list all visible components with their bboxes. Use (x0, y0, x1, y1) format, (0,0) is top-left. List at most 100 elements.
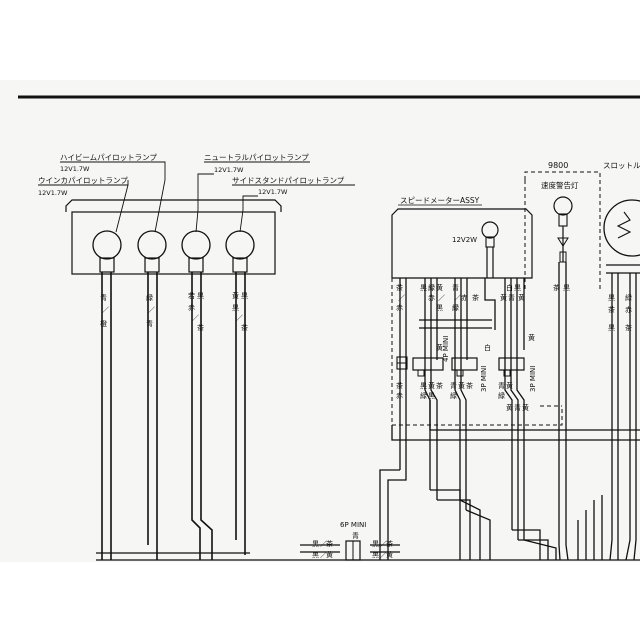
wire-code: 青 (514, 403, 521, 412)
wire-code: ／ (438, 294, 445, 302)
connector-6p-right-codes: 黒 ／ 茶 黒 ／ 黄 (372, 539, 393, 559)
wire-code: 茶 (608, 305, 615, 314)
wire-code: ／ (192, 314, 199, 322)
wire-code: 黒 (420, 382, 427, 390)
connector-6p-label: 6P MINI (340, 521, 366, 529)
speedometer-wires (399, 278, 525, 540)
connector-label: 4P MINI (442, 336, 450, 362)
warning-wires (558, 262, 567, 545)
wire-code: ／ (380, 551, 387, 559)
wire-code: 緑 (625, 293, 632, 302)
wire-code: 黒 (420, 284, 427, 292)
wire-code: 赤 (396, 304, 403, 312)
warning-label: 速度警告灯 (541, 180, 579, 190)
bulb-high-beam-icon (92, 230, 122, 273)
wire-code: 黄 (326, 550, 333, 559)
wire-code: 茶 (553, 283, 560, 292)
warning-code: 9800 (548, 161, 568, 170)
wire-code: 黒 (312, 540, 319, 548)
wire-code: ／ (398, 294, 405, 302)
wire-code: ／ (236, 314, 243, 322)
speedometer-connector-3p-a: 3P MINI 白 (451, 343, 491, 392)
wire-code: 黄 (428, 381, 435, 390)
wire-code: 青 (498, 381, 505, 390)
throttle-wires (611, 273, 637, 540)
speedometer-connector-4p: 4P MINI 黄 (412, 336, 450, 377)
wire-code: 茶 (472, 293, 479, 302)
paper-sheet (0, 80, 640, 562)
wire-code: 茶 (436, 381, 443, 390)
wire-code: 茶 (625, 323, 632, 332)
bulb-side-stand-icon (225, 230, 255, 273)
wire-code: 黄 (458, 381, 465, 390)
wire-code: 茶 (466, 381, 473, 390)
wire-code: 茶 (241, 323, 248, 332)
connector-mark: 白 (484, 343, 491, 352)
wire-code: 赤 (428, 294, 435, 302)
wire-code: 緑 (428, 283, 435, 292)
connector-6p-icon (345, 540, 361, 561)
wire-code: 黒 (372, 551, 379, 559)
wire-code: 黄 (518, 293, 525, 302)
bulb-leaders (115, 179, 244, 233)
connector-mark: 黄 (528, 333, 535, 342)
wire-code: 黄 (522, 403, 529, 412)
wire-code: 青 (452, 283, 459, 292)
wire-code: 青 (146, 319, 153, 328)
connector-6p-mark: 青 (352, 531, 359, 540)
page-top-margin (0, 0, 640, 80)
connector-label: 3P MINI (480, 366, 488, 392)
label-side-stand-rating: 12V1.7W (258, 188, 288, 196)
speedometer-title: スピードメーターASSY (400, 196, 480, 205)
lamp-wires (101, 272, 246, 560)
wire-code: 青 (508, 293, 515, 302)
connector-6p-left-codes: 黒 ／ 茶 黒 ／ 黄 (312, 539, 333, 559)
wire-code: 緑 (498, 391, 505, 400)
pilot-lamp-housing (65, 199, 282, 275)
wire-code: 緑 (452, 303, 459, 312)
wire-code: 黒 (197, 292, 204, 300)
wire-code: 黒 (436, 304, 443, 312)
wire-code: ／ (454, 294, 461, 302)
connector-mark: 黄 (436, 343, 443, 352)
wire-code: 黒 (312, 551, 319, 559)
wire-code: 赤 (461, 294, 468, 302)
wire-code: 黒 (608, 324, 615, 332)
bulb-winker-icon (137, 230, 167, 273)
wire-code: 黒 (428, 392, 435, 400)
wire-code: 黒 (608, 294, 615, 302)
diode-icon (396, 356, 408, 370)
wire-code: 黄 (506, 381, 513, 390)
label-high-beam-rating: 12V1.7W (60, 165, 90, 173)
connector-label: 3P MINI (529, 366, 537, 392)
wire-code: 黒 (563, 284, 570, 292)
wire-code: 黄 (232, 291, 239, 300)
speedometer-bulb-rating: 12V2W (452, 236, 477, 244)
wire-code: 青 (450, 381, 457, 390)
speedometer-dashed-boundary (391, 278, 563, 426)
wire-code: 白 (506, 283, 513, 292)
harness-routing (96, 400, 640, 561)
wire-code: ／ (320, 551, 327, 559)
wire-code: 若 (188, 291, 195, 300)
label-neutral-rating: 12V1.7W (214, 166, 244, 174)
throttle-label: スロットルセ (603, 161, 640, 170)
speedometer-bottom-codes: 茶 赤 黒 緑 黄 黒 茶 青 緑 黄 茶 青 緑 黄 黄 青 黄 (396, 381, 529, 412)
wire-code: 黄 (386, 550, 393, 559)
wire-code: 茶 (326, 539, 333, 548)
wire-code: 黒 (372, 540, 379, 548)
wire-code: 黒 (241, 292, 248, 300)
wire-code: ／ (102, 306, 109, 314)
wire-code: 黄 (506, 403, 513, 412)
wire-code: 黒 (514, 284, 521, 292)
warning-lamp-icon (553, 196, 573, 263)
wire-code: 緑 (420, 391, 427, 400)
wire-code: 赤 (625, 306, 632, 314)
speedometer-top-codes: 茶 ／ 赤 黒 緑 赤 黄 ／ 黒 青 ／ 緑 赤 茶 白 黒 黄 青 黄 (396, 283, 525, 312)
wire-code: 茶 (396, 381, 403, 390)
warning-dashed-box (524, 171, 601, 180)
wire-code: 黒 (232, 304, 239, 312)
speedometer-bulb-icon (481, 221, 499, 278)
